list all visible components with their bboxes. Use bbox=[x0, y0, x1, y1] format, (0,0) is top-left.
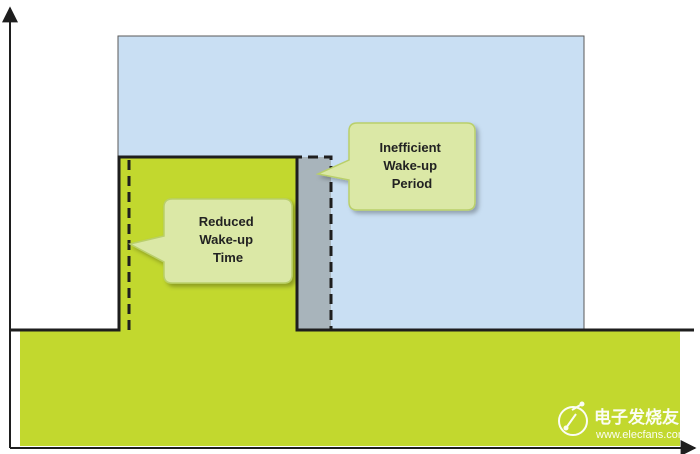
callout-reduced-wakeup bbox=[127, 198, 293, 284]
watermark-url: www.elecfans.com bbox=[595, 429, 687, 441]
green-base-region bbox=[20, 330, 680, 446]
callout-inefficient-wakeup bbox=[315, 122, 476, 211]
callout-reduced-text: Reduced Wake-up Time bbox=[199, 214, 258, 265]
watermark-cn: 电子发烧友 bbox=[594, 407, 679, 428]
watermark: 电子发烧友 www.elecfans.com bbox=[558, 401, 687, 441]
elecfans-logo-icon bbox=[558, 401, 588, 436]
signal-solid-line bbox=[10, 155, 694, 332]
gray-extension-region bbox=[298, 157, 331, 331]
callout-inefficient-text: Inefficient Wake-up Period bbox=[379, 140, 444, 191]
